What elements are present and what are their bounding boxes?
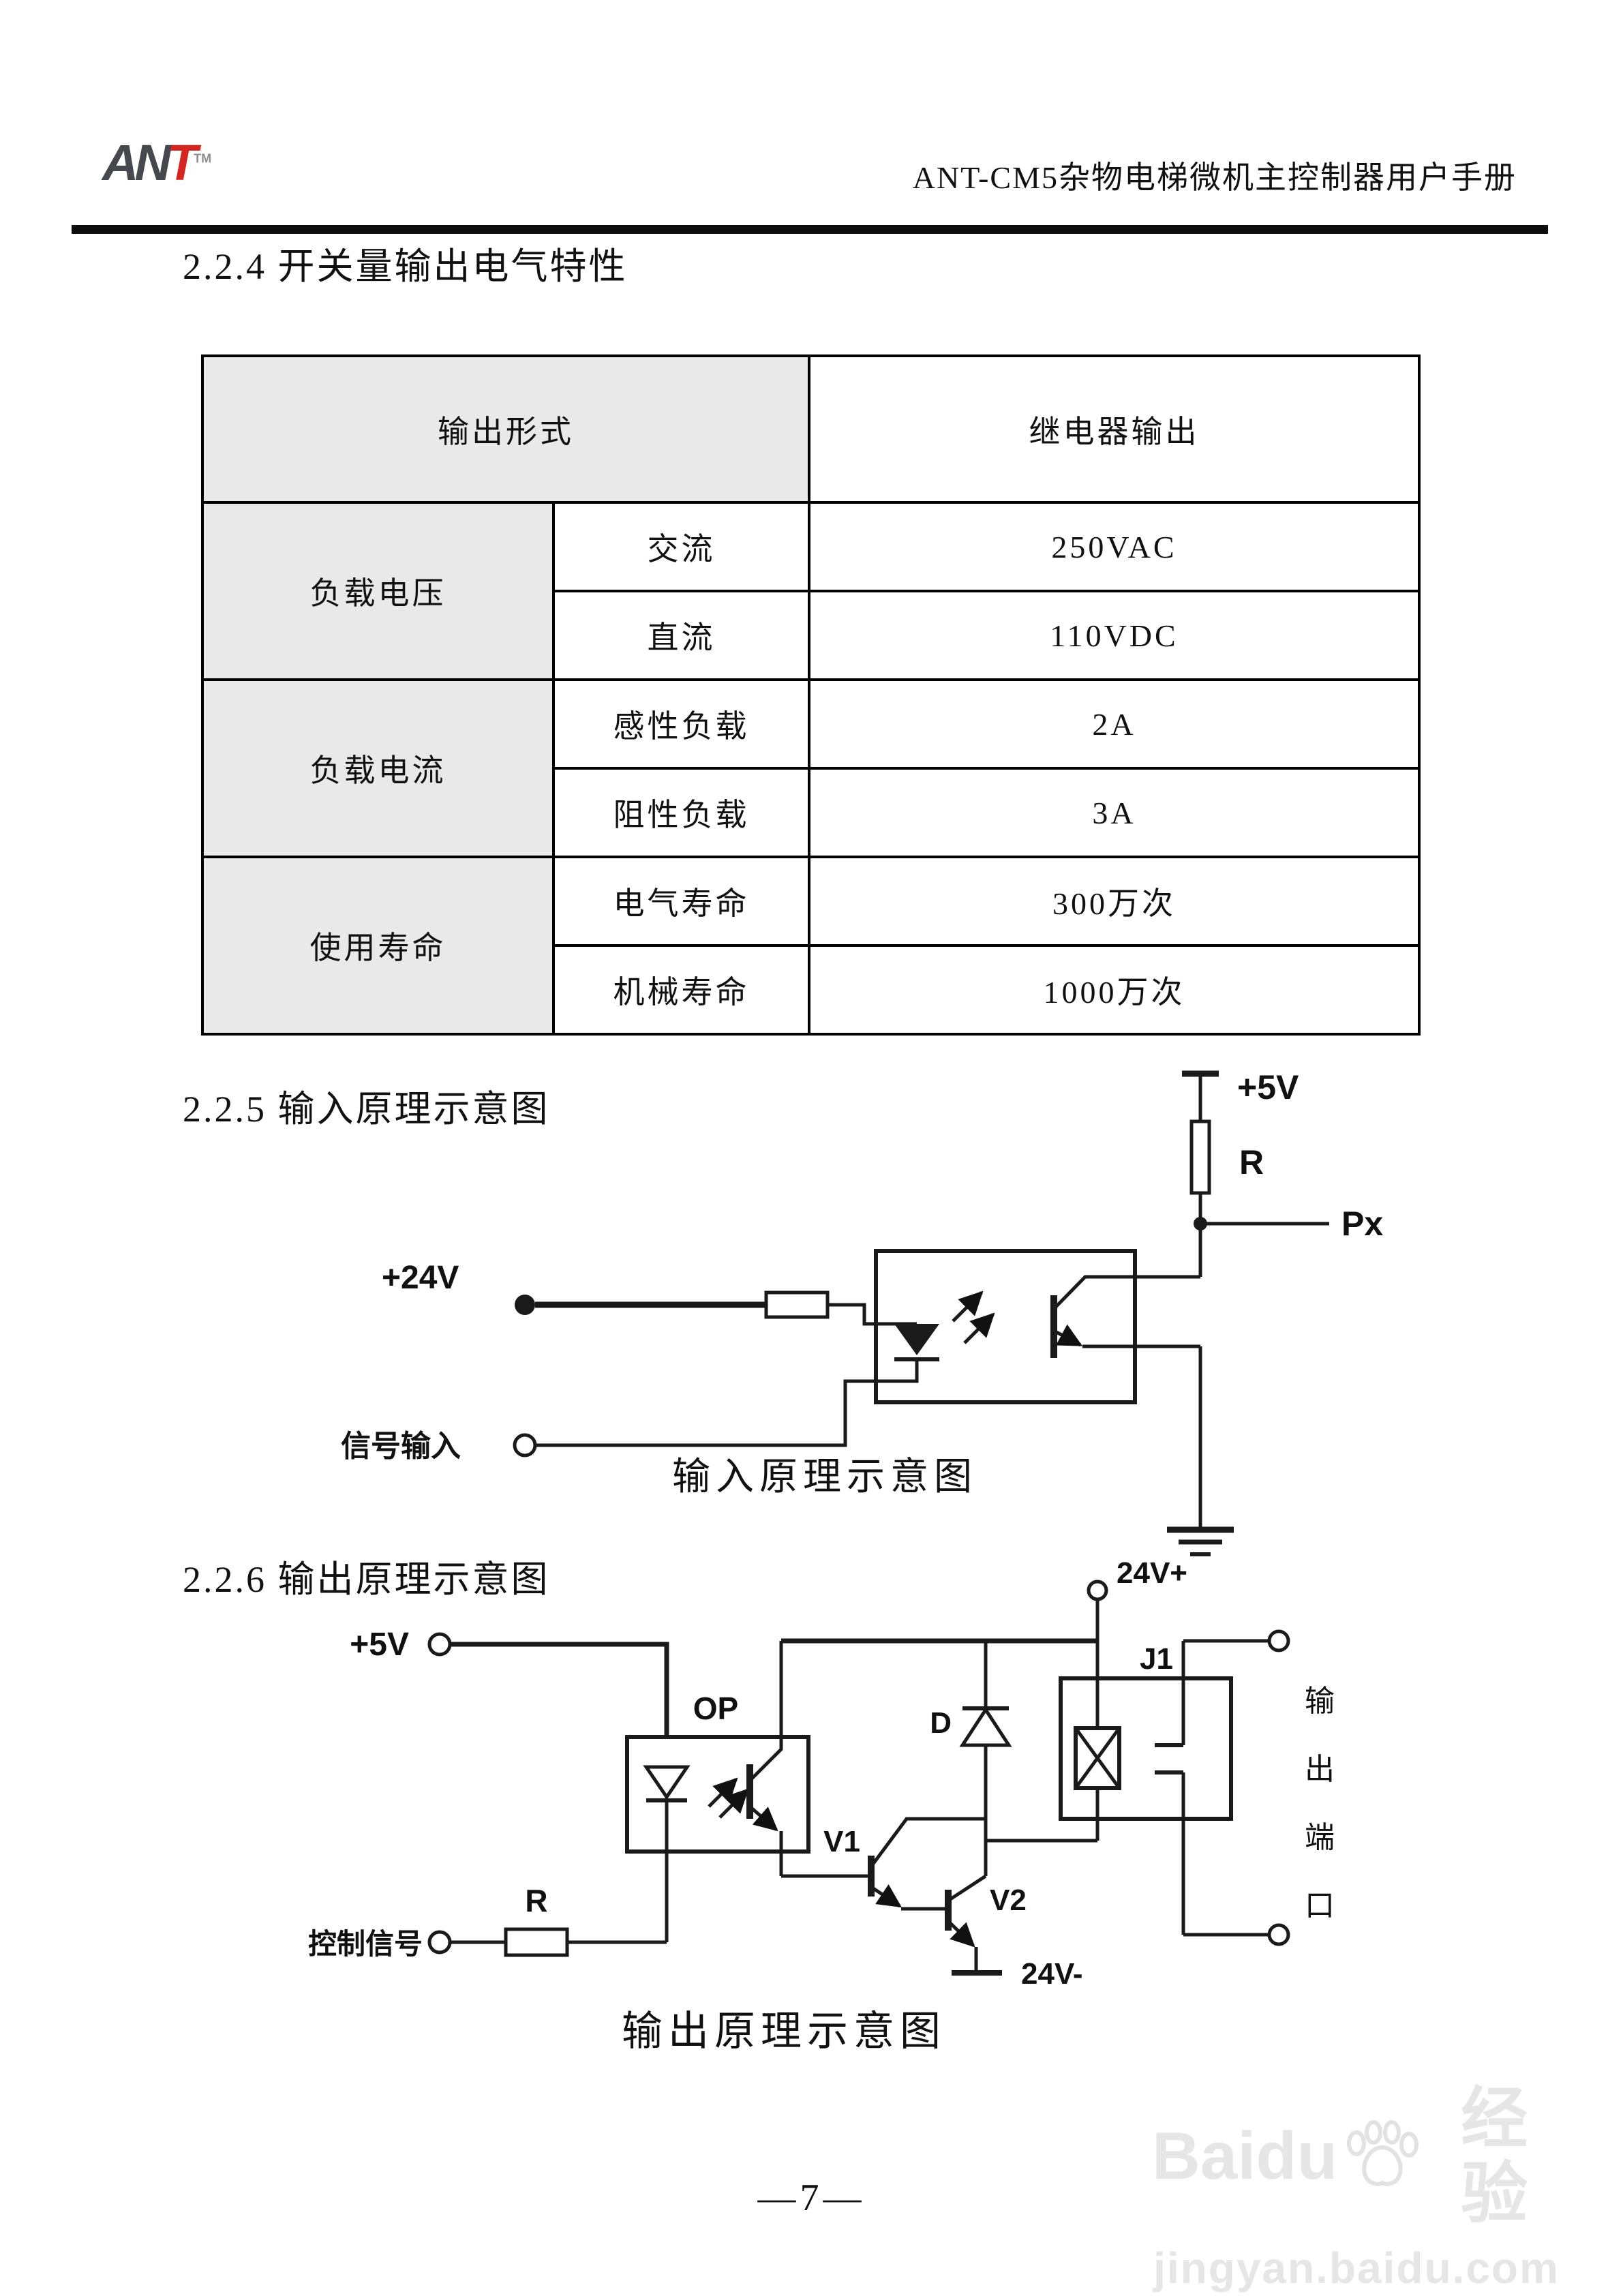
signal-input-label: 信号输入 [341,1430,461,1463]
light-arrow-icon [708,1777,738,1808]
row-name-ac: 交流 [552,501,810,592]
input-series-resistor [764,1290,830,1319]
section-title-226: 2.2.6 输出原理示意图 [183,1559,550,1600]
control-resistor [504,1927,569,1957]
optocoupler-op-box [625,1735,810,1854]
table-row: 负载电压 交流 250VAC [201,501,1421,681]
phototransistor-collector [1052,1275,1200,1310]
light-arrow-icon [952,1290,984,1323]
relay-coil-icon [1074,1727,1121,1789]
group-label-service-life: 使用寿命 [201,856,555,1036]
output-port-label-char: 出 [1305,1753,1335,1786]
ant-logo: ANTTM [102,134,211,192]
output-terminal-circle-top [1267,1629,1290,1652]
table-row: 使用寿命 电气寿命 300万次 [201,856,1421,1036]
wire [536,1359,919,1447]
output-principle-diagram: 24V+ J1 +5V OP D R 控制信号 V1 V2 24V- 输 出 端… [308,1561,1335,2054]
output-diagram-caption: 输出原理示意图 [622,2009,946,2054]
v2-collector [947,1874,987,1903]
row-name-mechanical-life: 机械寿命 [552,944,810,1036]
phototransistor-emitter [748,1805,778,1832]
signal-terminal-circle [513,1433,537,1457]
group-label-load-voltage: 负载电压 [201,501,555,681]
baidu-watermark: Baidu 经验 jingyan.baidu.com [1152,2081,1561,2293]
led-icon [894,1324,939,1355]
light-arrow-icon [963,1312,995,1344]
control-terminal-circle [427,1930,452,1954]
ant-logo-text: AN [102,134,171,191]
optocoupler-box [874,1249,1137,1404]
24vminus-label: 24V- [1021,1957,1083,1991]
resistor-r-label: R [1239,1143,1264,1181]
row-value-resistive: 3A [808,767,1421,858]
output-port-label-char: 端 [1305,1821,1335,1854]
row-value-electrical-life: 300万次 [808,856,1421,947]
row-value-inductive: 2A [808,678,1421,770]
diode-d-label: D [930,1706,952,1740]
relay-j1-box [1059,1676,1233,1821]
led-icon [643,1765,691,1800]
section-title-225: 2.2.5 输入原理示意图 [183,1089,550,1130]
wire [450,1642,669,1737]
trademark-mark: TM [194,151,212,166]
row-value-dc: 110VDC [808,590,1421,681]
watermark-url: jingyan.baidu.com [1153,2244,1560,2293]
v1-label: V1 [823,1825,860,1858]
diode-icon [959,1706,1012,1747]
pullup-resistor [1189,1119,1211,1195]
watermark-brand: Baidu [1152,2118,1338,2193]
manual-title: ANT-CM5杂物电梯微机主控制器用户手册 [912,160,1517,195]
plus5v-label: +5V [1237,1068,1299,1106]
table-row: 负载电流 感性负载 2A [201,678,1421,858]
v2-emitter [947,1920,975,1948]
wire [828,1303,917,1326]
watermark-brand-suffix: 经验 [1461,2081,1528,2231]
table-row: 输出形式 继电器输出 [201,354,1421,504]
plus5v-terminal-circle [427,1632,452,1657]
plus5v-label: +5V [350,1627,409,1663]
relay-j1-label: J1 [1140,1642,1173,1676]
24vplus-label: 24V+ [1117,1561,1187,1590]
row-value-ac: 250VAC [808,501,1421,592]
plus24v-label: +24V [382,1260,459,1296]
v1-emitter [870,1884,902,1908]
output-port-label-char: 口 [1305,1889,1335,1922]
section-title-224: 2.2.4 开关量输出电气特性 [183,246,628,287]
control-signal-label: 控制信号 [308,1928,423,1960]
table-row: 直流 110VDC [202,590,1421,681]
v2-label: V2 [990,1884,1027,1917]
baidu-paw-icon [1347,2120,1419,2186]
output-electrical-spec-table: 输出形式 继电器输出 负载电压 交流 250VAC 直流 110VDC 负载电流… [201,354,1421,1036]
op-label: OP [693,1691,738,1726]
row-name-inductive: 感性负载 [552,678,810,770]
page-number: —7— [757,2177,866,2219]
group-label-load-current: 负载电流 [201,678,555,858]
light-arrow-icon [718,1788,749,1819]
table-header-output-form: 输出形式 [201,354,810,504]
v1-collector [869,1817,986,1868]
table-header-relay-output: 继电器输出 [808,354,1421,504]
output-terminal-circle-bottom [1267,1923,1290,1946]
row-value-mechanical-life: 1000万次 [808,944,1421,1036]
output-port-label-char: 输 [1305,1685,1335,1718]
input-principle-diagram: +5V R Px +24V 信号输入 输入原理示意图 [341,1068,1383,1556]
phototransistor-collector [748,1641,783,1782]
resistor-r-label: R [525,1883,547,1918]
24v-terminal-dot [515,1295,535,1315]
row-name-dc: 直流 [552,590,810,681]
table-row: 机械寿命 1000万次 [202,944,1421,1036]
row-name-resistive: 阻性负载 [552,767,810,858]
table-row: 阻性负载 3A [202,767,1421,858]
row-name-electrical-life: 电气寿命 [552,856,810,947]
px-label: Px [1341,1205,1383,1243]
phototransistor-emitter [1052,1324,1083,1347]
ant-logo-accent: T [166,134,198,191]
input-diagram-caption: 输入原理示意图 [672,1456,977,1498]
24vplus-terminal-circle [1087,1580,1108,1601]
header-rule [72,225,1548,234]
